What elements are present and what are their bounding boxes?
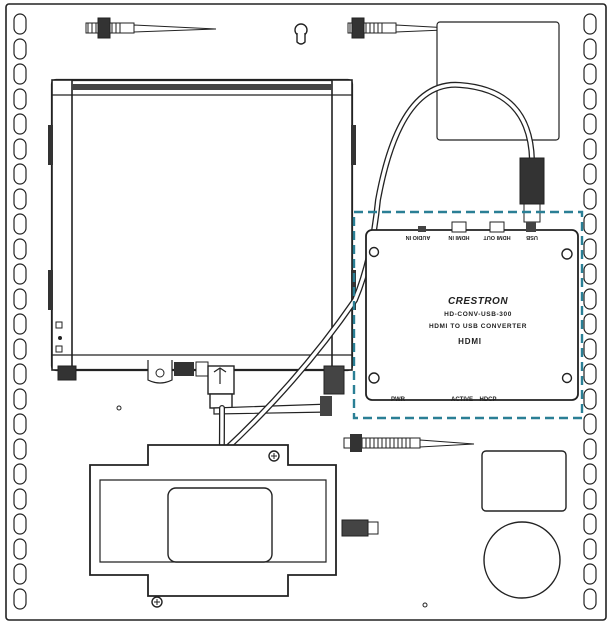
mounting-slot [13,338,27,360]
mounting-slot [583,288,597,310]
mounting-slots-right [583,13,597,610]
mounting-slot [13,13,27,35]
keyhole-icon [294,23,308,45]
product-description: HDMI TO USB CONVERTER [429,323,527,330]
cable-tie-icon [347,17,469,39]
mounting-slot [583,113,597,135]
mounting-slot [583,263,597,285]
mounting-slot [13,88,27,110]
cutout-rect [481,450,567,512]
screw-icon [368,246,380,258]
mounting-slot [13,313,27,335]
mounting-slot [13,363,27,385]
mounting-slot [13,563,27,585]
mounting-slot [583,463,597,485]
mounting-slot [13,38,27,60]
led-label-active: ACTIVE [451,397,473,403]
mounting-slot [13,288,27,310]
led-label-pwr: PWR [391,397,406,403]
cable-tie-icon [343,434,475,452]
label-area [436,21,560,141]
mounting-slot [13,438,27,460]
mounting-slot [583,38,597,60]
mounting-slot [583,88,597,110]
screw-icon [561,372,573,384]
mounting-slot [13,263,27,285]
mounting-slot [13,188,27,210]
antenna-icon [213,396,332,416]
mounting-slot [583,238,597,260]
port-label-audio-in: AUDIO IN [406,234,431,240]
mini-pc [48,78,356,395]
model-number: HD-CONV-USB-300 [444,311,512,318]
port-label-hdmi-out: HDMI OUT [483,234,511,240]
mounting-slot [583,13,597,35]
led-label-hdcp: HDCP [479,397,496,403]
mounting-slot [13,163,27,185]
mounting-slot [13,588,27,610]
mounting-slot [583,538,597,560]
mounting-slot [583,338,597,360]
converter-box [365,221,579,401]
hdmi-logo: HDMI [458,337,482,346]
mounting-slot [583,213,597,235]
mounting-slot [583,388,597,410]
mounting-slot [583,188,597,210]
converter-highlight [352,210,584,420]
mounting-slot [13,213,27,235]
mounting-slot [13,63,27,85]
mounting-slots-left [13,13,27,610]
brand-logo: CRESTRON [448,296,508,307]
mounting-slot [583,413,597,435]
mounting-slot [583,513,597,535]
mounting-slot [583,488,597,510]
mounting-slot [13,238,27,260]
mounting-slot [583,438,597,460]
mounting-slot [13,113,27,135]
mounting-slot [13,463,27,485]
mounting-slot [583,63,597,85]
mounting-slot [13,488,27,510]
mounting-slot [583,138,597,160]
port-label-hdmi-in: HDMI IN [448,234,469,240]
mounting-slot [583,563,597,585]
mounting-slot [13,138,27,160]
mounting-slot [583,363,597,385]
usb-icon [207,365,235,409]
mounting-slot [13,413,27,435]
mounting-slot [583,313,597,335]
mounting-bracket [89,444,379,608]
mounting-slot [583,163,597,185]
mounting-slot [583,588,597,610]
cutout-round [483,521,561,599]
port-label-usb: USB [526,234,538,240]
cable-tie-icon [85,17,217,39]
mounting-slot [13,513,27,535]
mounting-slot [13,538,27,560]
mounting-slot [13,388,27,410]
